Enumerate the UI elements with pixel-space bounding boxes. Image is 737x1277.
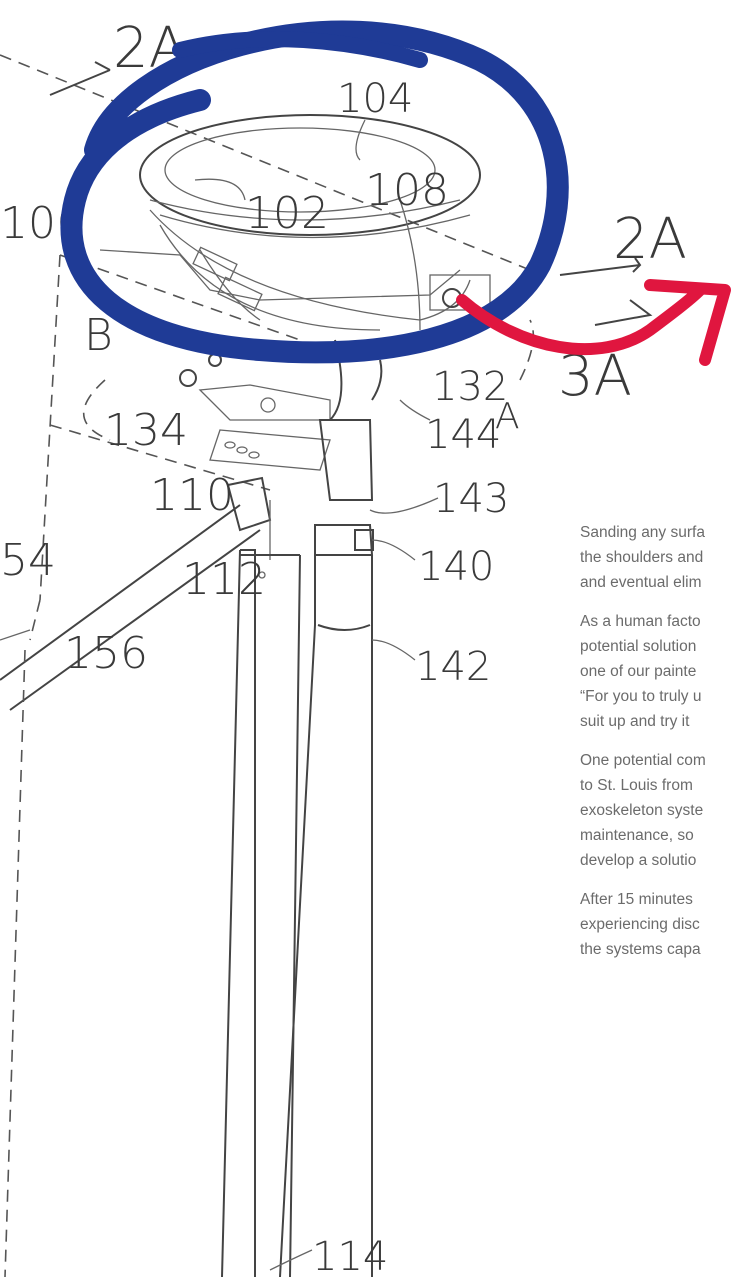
label-144: 144 [425, 412, 501, 458]
seat-rim [149, 199, 461, 221]
section-line [0, 54, 531, 271]
label-134: 134 [104, 405, 188, 456]
label-2a-right: 2A [613, 207, 687, 272]
collar-143 [318, 419, 374, 501]
label-132: 132 [432, 364, 508, 410]
label-3a: 3A [558, 344, 632, 409]
label-112: 112 [182, 554, 266, 605]
label-54: 54 [0, 535, 56, 586]
leader-102 [194, 178, 246, 201]
label-104: 104 [337, 76, 413, 122]
label-156: 156 [64, 628, 148, 679]
section-arrow-2a [559, 257, 642, 276]
leader-144 [399, 399, 431, 421]
hose-3 [199, 249, 261, 321]
highlight-circle-stroke [172, 31, 428, 68]
post-112 [221, 549, 256, 1277]
hose-1 [149, 209, 471, 321]
post-142 [314, 555, 373, 631]
mount-plate-lower [209, 429, 331, 471]
paragraph-3: One potential com to St. Louis from exos… [580, 752, 706, 869]
post-142-long [279, 624, 373, 1277]
highlight-arrow-head [644, 279, 731, 366]
label-108: 108 [365, 165, 449, 216]
fitting-1 [192, 246, 238, 282]
label-110: 110 [150, 470, 234, 521]
slot-3 [248, 451, 260, 459]
highlight-arrow-line [456, 284, 706, 355]
hose-2 [159, 224, 381, 331]
paragraph-2: As a human facto potential solution one … [580, 613, 702, 730]
arm [0, 504, 261, 711]
dash-left [4, 649, 26, 1277]
seat-rim-2 [159, 214, 471, 239]
leader-104 [355, 119, 366, 161]
leader-108 [399, 199, 421, 331]
arm-stub [0, 629, 31, 641]
fitting-2 [217, 276, 263, 312]
detail-a-curve [519, 319, 535, 381]
paragraph-1: Sanding any surfa the shoulders and and … [580, 524, 705, 591]
slot-2 [236, 446, 248, 454]
section-arrow-top [49, 61, 111, 96]
leader-142 [371, 639, 416, 661]
detail-b-curve [82, 379, 111, 441]
knob [260, 397, 276, 413]
leader-140 [371, 539, 416, 561]
label-102: 102 [245, 188, 329, 239]
bolt-134 [179, 369, 197, 387]
section-arrow-3a [594, 299, 653, 326]
label-114: 114 [312, 1234, 388, 1277]
article-body: Sanding any surfa the shoulders and and … [580, 520, 737, 976]
label-a: A [495, 396, 520, 437]
label-143: 143 [433, 476, 509, 522]
seat-inner [164, 127, 436, 213]
bracket-right [429, 274, 491, 311]
paragraph-4: After 15 minutes experiencing disc the s… [580, 891, 701, 958]
seat-outer [139, 114, 481, 236]
frame [99, 249, 461, 301]
leader-143 [369, 497, 439, 514]
leader-114 [269, 1249, 313, 1271]
detail-box-b [29, 254, 301, 641]
slot-1 [224, 441, 236, 449]
label-b: B [84, 310, 113, 361]
post-hole [258, 571, 266, 579]
arm-joint [226, 476, 272, 532]
label-140: 140 [418, 544, 494, 590]
label-142: 142 [415, 644, 491, 690]
mount-plate [198, 384, 331, 421]
post-outer [240, 554, 301, 1277]
